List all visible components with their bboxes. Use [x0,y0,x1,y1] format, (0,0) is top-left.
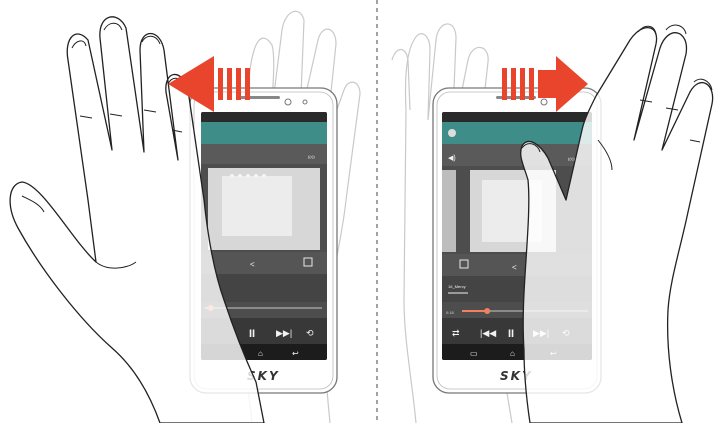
prev-album-art [442,170,456,252]
share-icon: < [250,260,255,269]
share-row [442,144,592,166]
song-title: 16_Mercy [448,284,466,289]
shuffle-icon: ⇄ [452,328,460,338]
app-icon [448,129,456,137]
back-icon: ↩ [292,349,299,358]
repeat-icon: ⟲ [306,328,314,338]
right-panel: ◀) ((•)) < 16_Mercy 0:18 ⇄ |◀◀ II ▶▶| [392,24,713,423]
left-panel: ((•)) < II ▶▶| ⟲ ⌂ ↩ [10,11,360,423]
action-bar [442,122,592,144]
previous-icon: |◀◀ [480,328,496,338]
volume-icon: ((•)) [308,154,315,159]
album-art-inner [222,176,292,236]
home-icon: ⌂ [258,349,263,358]
status-bar [201,112,327,122]
pause-icon: II [249,328,255,340]
surround-icon: ((•)) [568,156,575,161]
recent-apps-icon: ▭ [470,349,478,358]
time-elapsed: 0:18 [446,310,455,315]
status-bar [442,112,592,122]
volume-icon: ◀) [448,155,456,162]
action-bar [201,122,327,144]
info-row [201,252,327,274]
share-icon: < [512,263,517,272]
pause-icon: II [508,328,514,340]
home-icon: ⌂ [510,349,515,358]
seek-thumb [484,308,490,314]
next-icon: ▶▶| [276,328,292,338]
artist-label [448,292,468,294]
